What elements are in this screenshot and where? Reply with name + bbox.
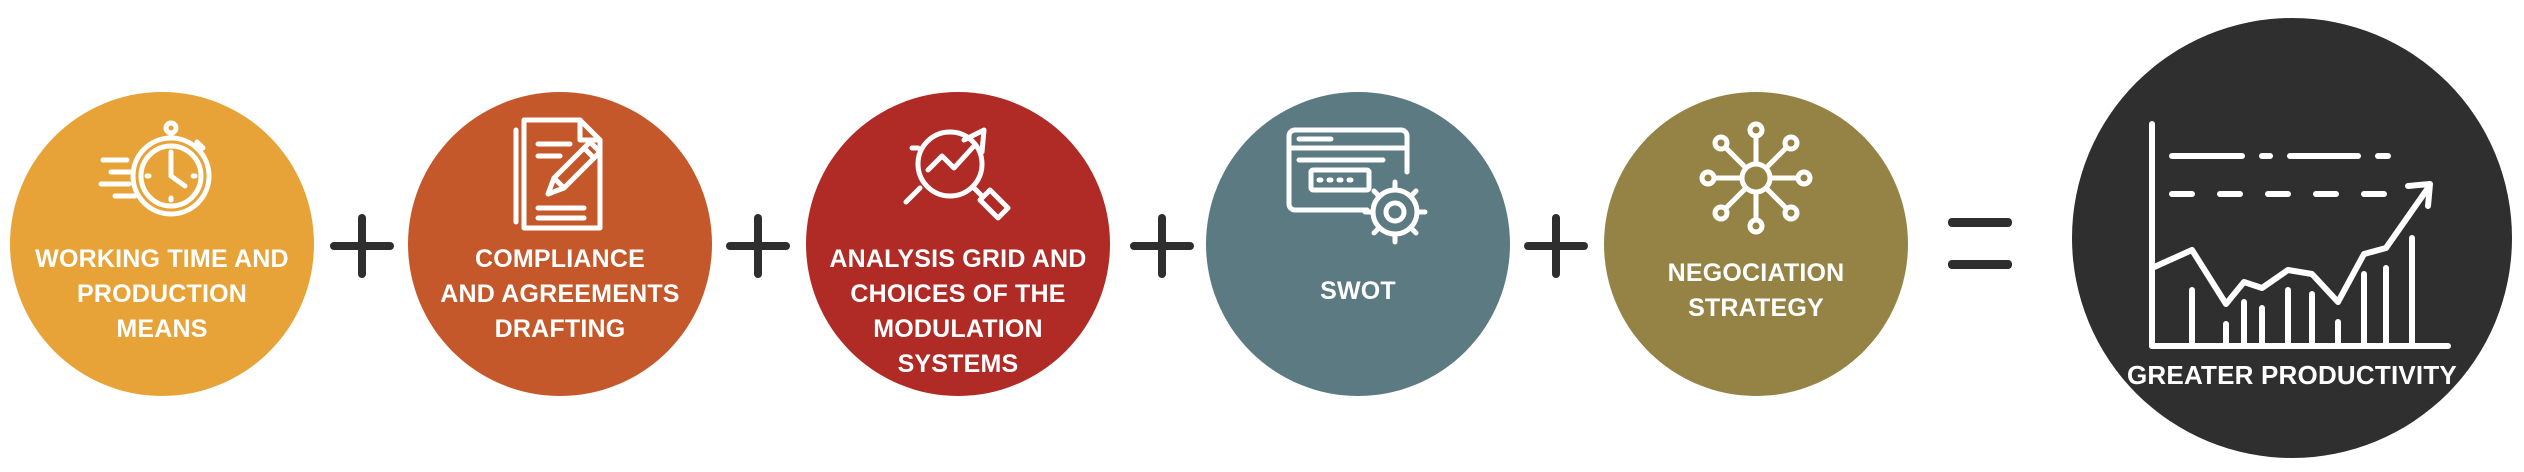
step-negociation: NEGOCIATION STRATEGY <box>1604 92 1908 396</box>
step-label: WORKING TIME AND PRODUCTION MEANS <box>35 245 289 343</box>
result-label: GREATER PRODUCTIVITY <box>2127 360 2457 390</box>
step-label: NEGOCIATION STRATEGY <box>1667 259 1845 322</box>
step-compliance: COMPLIANCE AND AGREEMENTS DRAFTING <box>408 92 712 396</box>
magnifier-trend-icon <box>898 118 1018 233</box>
step-label: COMPLIANCE AND AGREEMENTS DRAFTING <box>440 245 680 343</box>
step-swot: SWOT <box>1206 92 1510 396</box>
result-greater-productivity: GREATER PRODUCTIVITY <box>2072 18 2512 458</box>
step-label: SWOT <box>1320 277 1396 305</box>
document-pen-icon <box>510 116 610 239</box>
equals-operator <box>1948 212 2012 272</box>
plus-operator <box>1130 214 1194 278</box>
growth-chart-icon <box>2132 118 2452 363</box>
network-node-icon <box>1696 118 1816 243</box>
step-analysis-grid: ANALYSIS GRID AND CHOICES OF THE MODULAT… <box>806 92 1110 396</box>
plus-operator <box>1524 214 1588 278</box>
plus-operator <box>330 214 394 278</box>
plus-operator <box>726 214 790 278</box>
stopwatch-icon <box>97 116 227 231</box>
browser-gear-icon <box>1283 124 1433 251</box>
step-working-time: WORKING TIME AND PRODUCTION MEANS <box>10 92 314 396</box>
step-label: ANALYSIS GRID AND CHOICES OF THE MODULAT… <box>829 245 1087 378</box>
